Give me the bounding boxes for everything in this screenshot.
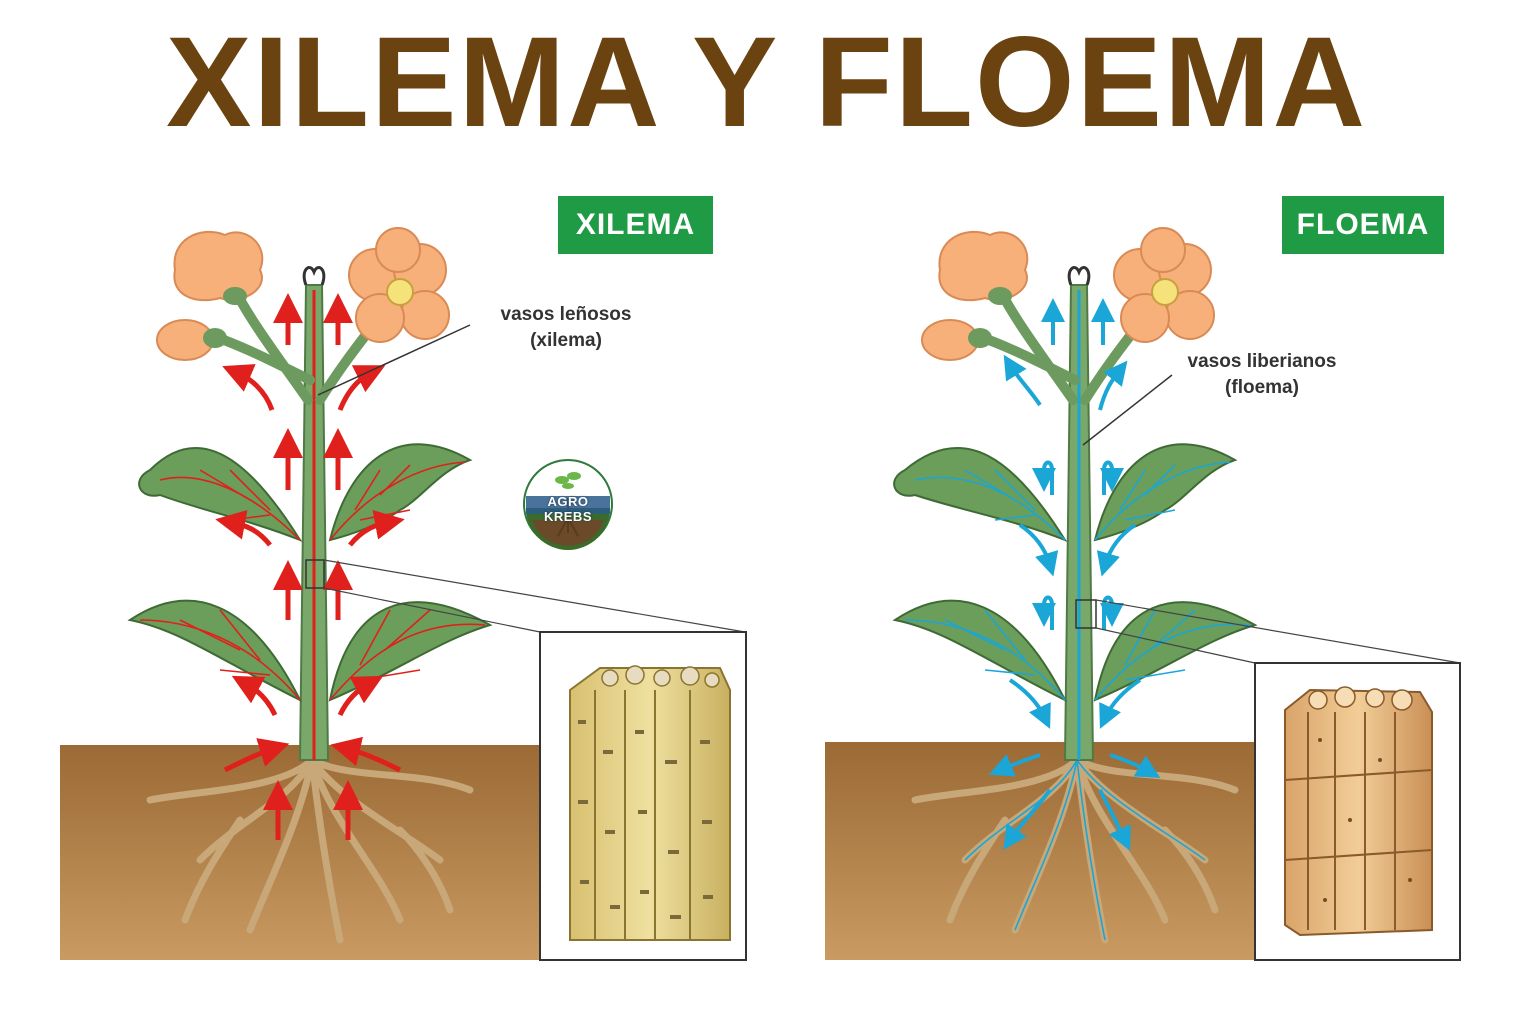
zoom-line-phloem-top — [1095, 599, 1461, 664]
leaf-upper-right — [1093, 443, 1238, 542]
phloem-callout-line1: vasos liberianos — [1187, 351, 1337, 372]
leaf-lower-right — [328, 601, 493, 702]
flower-open-right — [348, 227, 450, 343]
xylem-flow-arrows — [215, 293, 405, 840]
flower-top-left — [173, 230, 264, 305]
leaf-upper-right — [328, 443, 473, 542]
leaf-lower-left — [127, 599, 303, 703]
phloem-panel — [825, 227, 1461, 961]
zoom-line-phloem-bottom — [1095, 627, 1256, 664]
leaf-upper-left — [893, 446, 1068, 543]
zoom-line-xylem-bottom — [323, 587, 541, 633]
flower-bud-left — [921, 319, 992, 361]
xylem-callout-line2: (xilema) — [530, 330, 602, 351]
xylem-callout-line1: vasos leñosos — [500, 304, 632, 325]
xylem-badge: XILEMA — [558, 196, 713, 254]
roots — [146, 756, 474, 944]
phloem-callout: vasos liberianos (floema) — [1172, 349, 1352, 401]
zoom-marker-xylem — [305, 559, 325, 589]
page-title: XILEMA Y FLOEMA — [165, 11, 1368, 154]
xylem-panel — [60, 227, 747, 961]
leaf-lower-right — [1093, 601, 1258, 702]
phloem-callout-line2: (floema) — [1225, 377, 1299, 398]
phloem-flow-arrows — [988, 298, 1161, 851]
leaf-upper-left — [138, 446, 303, 543]
stem-tip — [302, 266, 326, 286]
callout-line-xylem — [317, 324, 471, 396]
xylem-tissue-inset — [539, 631, 747, 961]
stem-tip — [1067, 266, 1091, 286]
phloem-badge: FLOEMA — [1282, 196, 1444, 254]
flower-top-left — [938, 230, 1029, 305]
logo-text: AGRO KREBS — [543, 494, 592, 524]
xylem-callout: vasos leñosos (xilema) — [486, 302, 646, 354]
leaf-lower-left — [892, 599, 1068, 703]
flower-bud-left — [156, 319, 227, 361]
callout-line-phloem — [1082, 374, 1173, 446]
zoom-line-xylem-top — [323, 559, 746, 633]
root-phloem-lines — [964, 759, 1206, 941]
flower-open-right — [1113, 227, 1215, 343]
logo-mark — [523, 459, 613, 550]
agrokrebs-logo: AGRO KREBS — [522, 458, 614, 550]
zoom-marker-phloem — [1075, 599, 1097, 629]
phloem-tissue-inset — [1254, 662, 1461, 961]
